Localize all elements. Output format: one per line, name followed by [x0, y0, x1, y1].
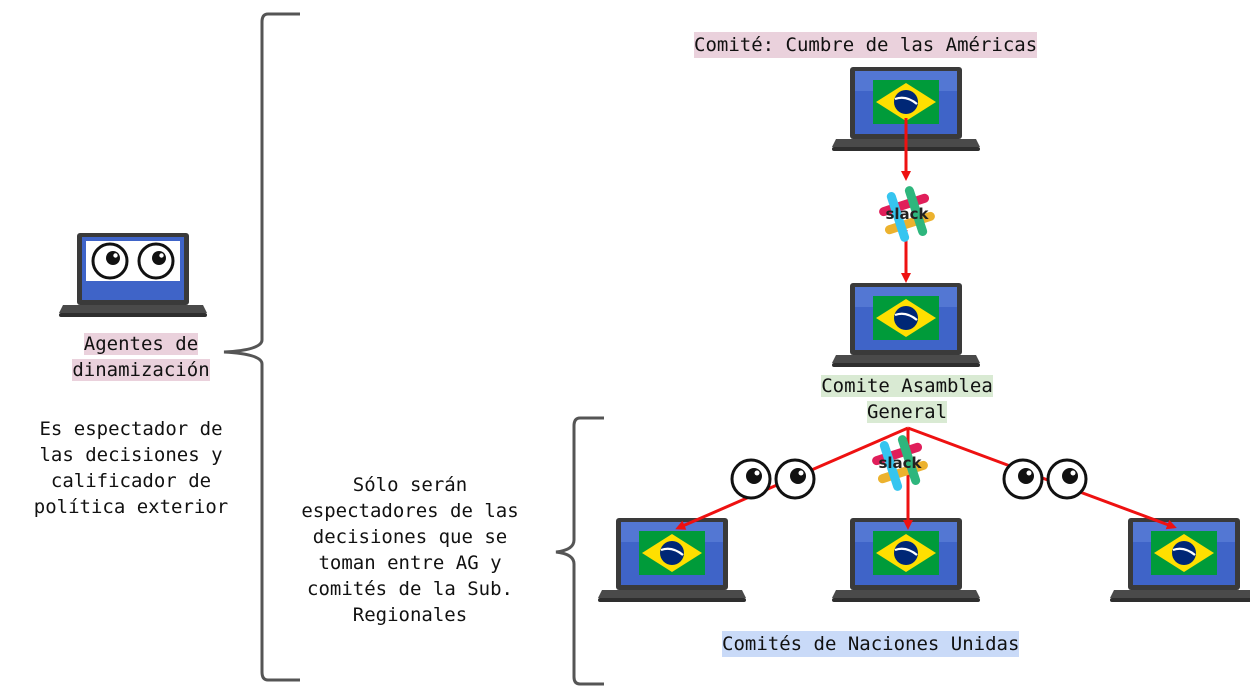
- general-assembly-label-line1: Comite Asamblea: [821, 375, 993, 397]
- committee-top-title: Comité: Cumbre de las Américas: [694, 32, 1038, 58]
- agents-description: Es espectador de las decisiones y califi…: [0, 416, 262, 520]
- brace-icon: [223, 12, 300, 682]
- slack-icon: slack: [877, 184, 937, 244]
- eyes-icon: [730, 458, 816, 500]
- brace-icon: [555, 416, 604, 686]
- un-committees-label: Comités de Naciones Unidas: [722, 631, 1020, 657]
- spectators-note-line: Sólo serán: [352, 474, 468, 496]
- laptop-icon-un-center: [830, 516, 982, 604]
- spectators-note-line: comités de la Sub.: [307, 578, 513, 600]
- agents-description-line: las decisiones y: [39, 444, 223, 466]
- general-assembly-label: Comite Asamblea General: [780, 373, 1034, 425]
- agents-label-line1: Agentes de: [83, 333, 199, 355]
- agents-description-line: calificador de: [50, 470, 212, 492]
- spectators-note-line: toman entre AG y: [318, 552, 502, 574]
- laptop-icon-un-left: [596, 516, 748, 604]
- spectators-note-line: espectadores de las: [301, 500, 519, 522]
- laptop-icon-un-right: [1108, 516, 1250, 604]
- svg-text:slack: slack: [878, 454, 922, 472]
- agents-label-line2: dinamización: [72, 359, 210, 381]
- agent-laptop-icon: [59, 233, 207, 317]
- slack-icon: slack: [870, 433, 930, 493]
- spectators-note-line: decisiones que se: [312, 526, 508, 548]
- svg-text:slack: slack: [885, 205, 929, 223]
- general-assembly-label-line2: General: [866, 401, 948, 423]
- spectators-note: Sólo serán espectadores de las decisione…: [270, 472, 550, 628]
- laptop-icon-general-assembly: [830, 281, 982, 369]
- spectators-note-line: Regionales: [352, 604, 468, 626]
- agents-label: Agentes de dinamización: [60, 331, 222, 383]
- agents-description-line: Es espectador de: [39, 418, 223, 440]
- agents-description-line: política exterior: [33, 496, 229, 518]
